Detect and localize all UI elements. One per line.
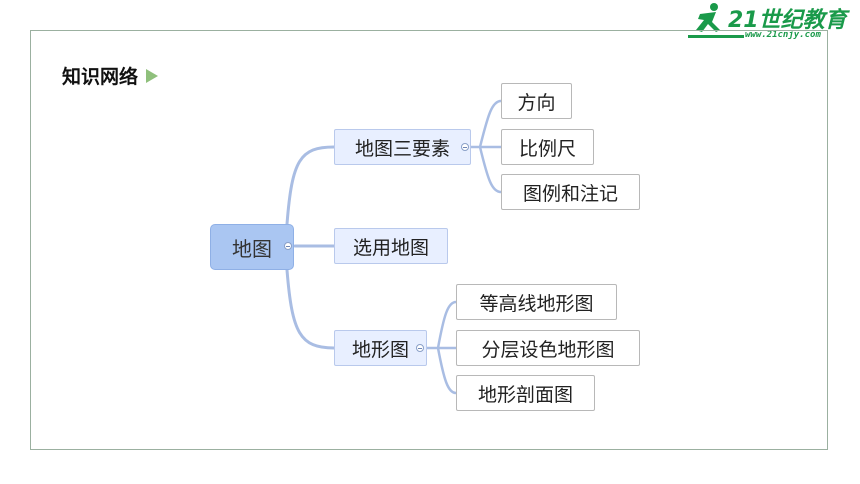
leaf-node[interactable]: 比例尺 (501, 129, 594, 165)
logo-url-text: www.21cnjy.com (745, 30, 821, 40)
logo-brand-text: 21世纪教育 (728, 8, 847, 33)
root-label: 地图 (232, 236, 272, 261)
collapse-toggle-icon[interactable] (284, 242, 292, 250)
leaf-label: 等高线地形图 (479, 292, 594, 315)
connector-root-branch3 (285, 268, 336, 350)
section-title: 知识网络 (62, 62, 159, 89)
connector-branch1-leaf3 (478, 145, 503, 194)
leaf-node[interactable]: 等高线地形图 (456, 284, 617, 320)
branch-node-choose-map[interactable]: 选用地图 (334, 228, 448, 264)
leaf-node[interactable]: 图例和注记 (501, 174, 640, 210)
logo-underline (688, 35, 744, 38)
branch-label: 地图三要素 (354, 137, 450, 160)
section-title-text: 知识网络 (62, 66, 139, 88)
branch-node-map-elements[interactable]: 地图三要素 (334, 129, 471, 165)
content-frame (30, 30, 828, 450)
collapse-toggle-icon[interactable] (416, 344, 424, 352)
leaf-label: 方向 (517, 91, 556, 114)
branch-label: 地形图 (351, 338, 409, 361)
connector-branch3-leaf3 (436, 346, 458, 395)
connector-branch1-leaf1 (478, 99, 503, 149)
connector-branch3-leaf1 (436, 300, 458, 350)
mindmap-root-node[interactable]: 地图 (210, 224, 294, 270)
collapse-toggle-icon[interactable] (461, 143, 469, 151)
branch-node-topographic-map[interactable]: 地形图 (334, 330, 427, 366)
runner-icon (696, 3, 720, 32)
leaf-node[interactable]: 分层设色地形图 (456, 330, 640, 366)
play-triangle-icon (146, 68, 159, 83)
leaf-label: 分层设色地形图 (481, 338, 615, 361)
brand-logo: 21世纪教育 www.21cnjy.com (688, 2, 853, 42)
leaf-label: 地形剖面图 (477, 383, 573, 406)
connector-root-branch1 (285, 145, 336, 226)
leaf-node[interactable]: 方向 (501, 83, 572, 119)
leaf-label: 图例和注记 (522, 182, 618, 205)
leaf-label: 比例尺 (518, 137, 576, 160)
branch-label: 选用地图 (352, 236, 429, 259)
leaf-node[interactable]: 地形剖面图 (456, 375, 595, 411)
